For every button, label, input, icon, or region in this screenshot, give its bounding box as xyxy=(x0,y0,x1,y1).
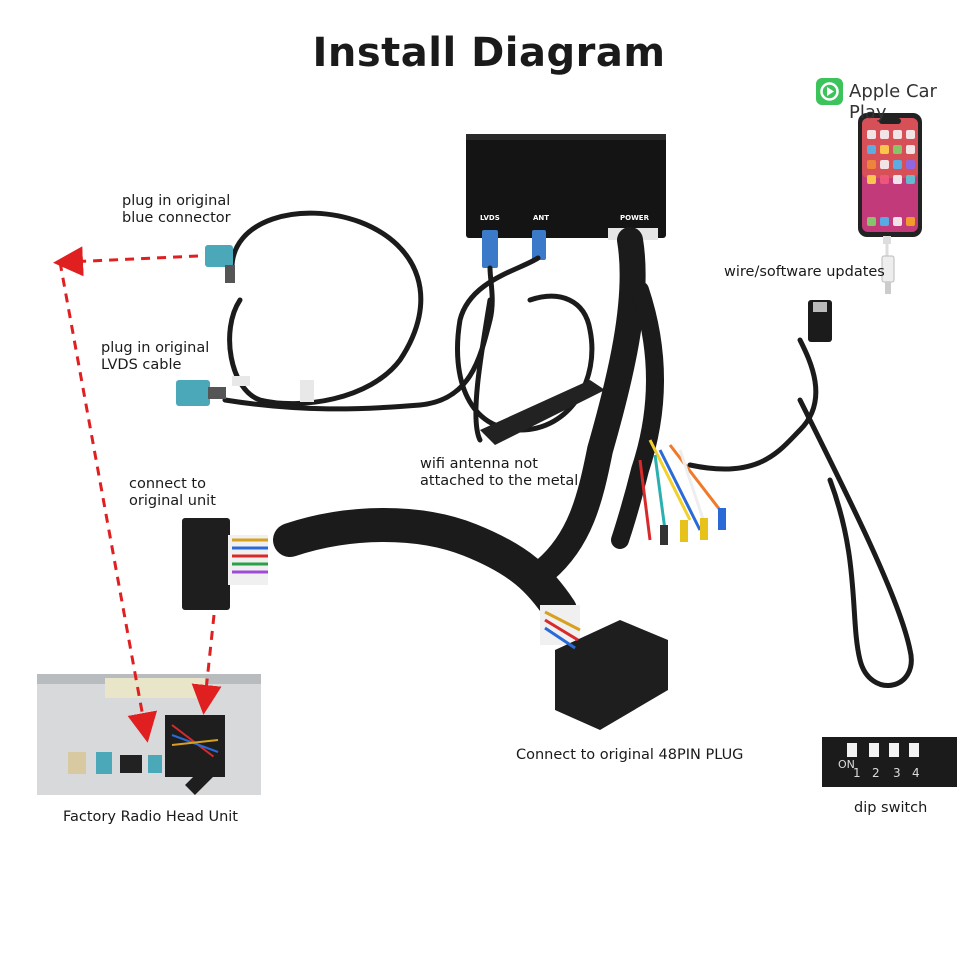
install-arrows xyxy=(53,246,222,743)
label-connect-unit: connect to original unit xyxy=(129,476,216,509)
lightning-cable-icon xyxy=(881,236,895,294)
page-title: Install Diagram xyxy=(312,30,666,76)
port-power-label: POWER xyxy=(620,214,650,222)
label-wifi-antenna: wifi antenna not attached to the metal xyxy=(420,456,579,489)
ant-port-connector xyxy=(532,230,546,260)
original-unit-connector xyxy=(182,518,268,610)
carplay-brand-text: Apple Car Play xyxy=(849,81,937,123)
label-48pin-plug: Connect to original 48PIN PLUG xyxy=(516,747,744,763)
48pin-plug-connector xyxy=(540,605,668,730)
rca-plugs xyxy=(660,508,726,545)
dip-on-text: ON xyxy=(838,758,855,771)
usb-connector-icon xyxy=(808,300,832,342)
blue-fakra-connector-top xyxy=(205,245,235,283)
label-blue-connector: plug in original blue connector xyxy=(122,193,231,226)
colored-wires xyxy=(638,439,722,541)
label-dip-switch: dip switch xyxy=(854,800,928,816)
label-wire-updates: wire/software updates xyxy=(724,264,885,280)
dip-num-4: 4 xyxy=(912,766,920,780)
wifi-antenna-pad xyxy=(480,380,605,445)
port-lvds-label: LVDS xyxy=(480,214,500,222)
dip-num-2: 2 xyxy=(872,766,880,780)
factory-radio-photo xyxy=(37,674,261,795)
carplay-logo-icon xyxy=(816,78,843,105)
port-ant-label: ANT xyxy=(533,214,549,222)
dip-num-1: 1 xyxy=(853,766,861,780)
dip-num-3: 3 xyxy=(893,766,901,780)
carplay-module-box: LVDS ANT POWER xyxy=(466,134,666,240)
label-factory-radio: Factory Radio Head Unit xyxy=(63,809,238,825)
main-wire-harness xyxy=(273,227,914,688)
iphone-icon xyxy=(858,113,922,237)
dip-switch-photo xyxy=(822,737,957,787)
label-lvds-cable: plug in original LVDS cable xyxy=(101,340,210,373)
lvds-port-connector xyxy=(482,230,498,268)
blue-fakra-connector-lvds xyxy=(176,376,314,406)
